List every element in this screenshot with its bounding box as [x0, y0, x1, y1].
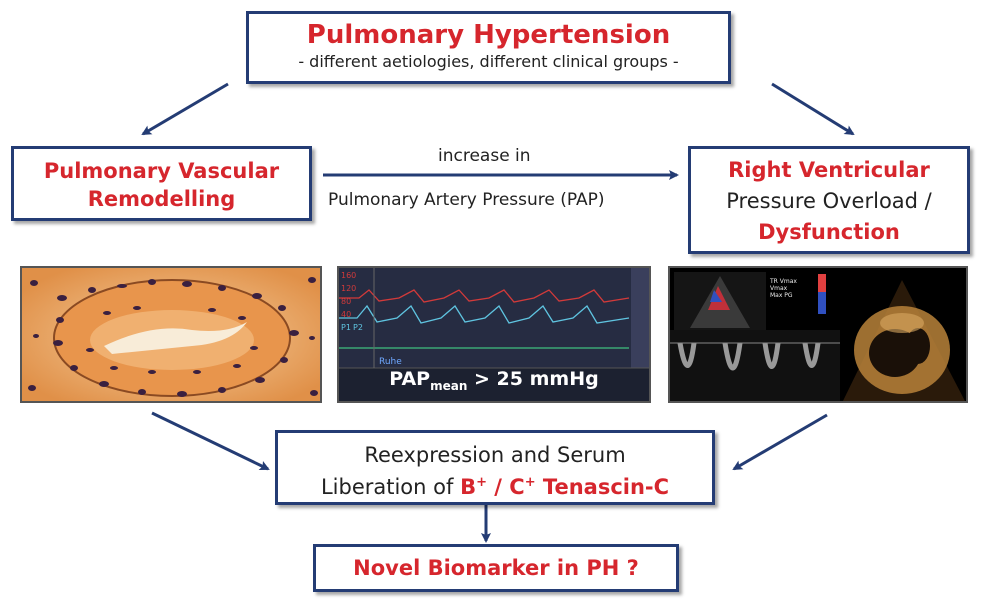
pap-mean-threshold: > 25 mmHg: [467, 368, 599, 391]
echo-readout-max-pg: Max PG: [770, 292, 793, 299]
scale-mark-120: 120: [341, 284, 356, 293]
echo-picture: TR Vmax Vmax Max PG: [670, 268, 966, 401]
arrow-top-to-left: [141, 82, 229, 136]
histology-picture: [22, 268, 320, 401]
c-sup: +: [524, 475, 536, 490]
b-isoform: B: [460, 475, 477, 499]
echo-readout-tr-vmax: TR Vmax: [769, 278, 797, 285]
tenascin-box: Reexpression and Serum Liberation of B+ …: [275, 430, 715, 505]
increase-in-label: increase in: [438, 146, 531, 166]
novel-biomarker-box: Novel Biomarker in PH ?: [313, 544, 679, 592]
arrow-top-to-right: [771, 82, 855, 136]
vascular-remodelling-line2: Remodelling: [87, 187, 236, 211]
histology-image: [20, 266, 322, 403]
pulmonary-hypertension-title: Pulmonary Hypertension: [306, 20, 671, 50]
pulmonary-hypertension-subtitle: - different aetiologies, different clini…: [298, 52, 679, 71]
b-sup: +: [476, 475, 487, 490]
pap-mean-sub: mean: [430, 379, 468, 393]
pressure-monitor-image: Ruhe 160 120 80 40 P1 P2 PAPmean > 25 mm…: [337, 266, 651, 403]
pulmonary-hypertension-box: Pulmonary Hypertension - different aetio…: [246, 11, 731, 84]
novel-biomarker-label: Novel Biomarker in PH ?: [353, 556, 639, 580]
vascular-remodelling-line1: Pulmonary Vascular: [43, 159, 280, 183]
vascular-remodelling-box: Pulmonary Vascular Remodelling: [11, 146, 312, 221]
liberation-of-text: Liberation of: [320, 475, 461, 499]
right-ventricular-line2: Pressure Overload /: [726, 189, 932, 213]
arrow-echo-to-center: [732, 413, 828, 471]
pap-label: Pulmonary Artery Pressure (PAP): [328, 190, 605, 210]
echo-readout-vmax: Vmax: [770, 285, 788, 292]
scale-mark-160: 160: [341, 271, 356, 280]
c-isoform: C: [509, 475, 525, 499]
tenascin-line1: Reexpression and Serum: [364, 443, 626, 467]
right-ventricular-box: Right Ventricular Pressure Overload / Dy…: [688, 146, 970, 254]
tenascin-line2: Liberation of B+ / C+ Tenascin-C: [278, 469, 712, 501]
scale-mark-80: 80: [341, 297, 351, 306]
pressure-traces: Ruhe 160 120 80 40 P1 P2: [339, 268, 649, 369]
scale-mark-p1: P1: [341, 323, 351, 332]
scale-mark-40: 40: [341, 310, 351, 319]
right-ventricular-line3: Dysfunction: [758, 220, 900, 244]
arrow-histology-to-center: [151, 411, 270, 471]
pap-mean-label: PAPmean > 25 mmHg: [339, 368, 649, 393]
ruhe-tag: Ruhe: [379, 357, 402, 367]
scale-mark-p2: P2: [353, 323, 363, 332]
echocardiography-image: TR Vmax Vmax Max PG: [668, 266, 968, 403]
right-ventricular-line1: Right Ventricular: [728, 158, 930, 182]
pap-mean-label-pap: PAP: [389, 368, 431, 391]
slash-separator: /: [486, 475, 510, 499]
tenascin-c-label: Tenascin-C: [535, 475, 670, 499]
